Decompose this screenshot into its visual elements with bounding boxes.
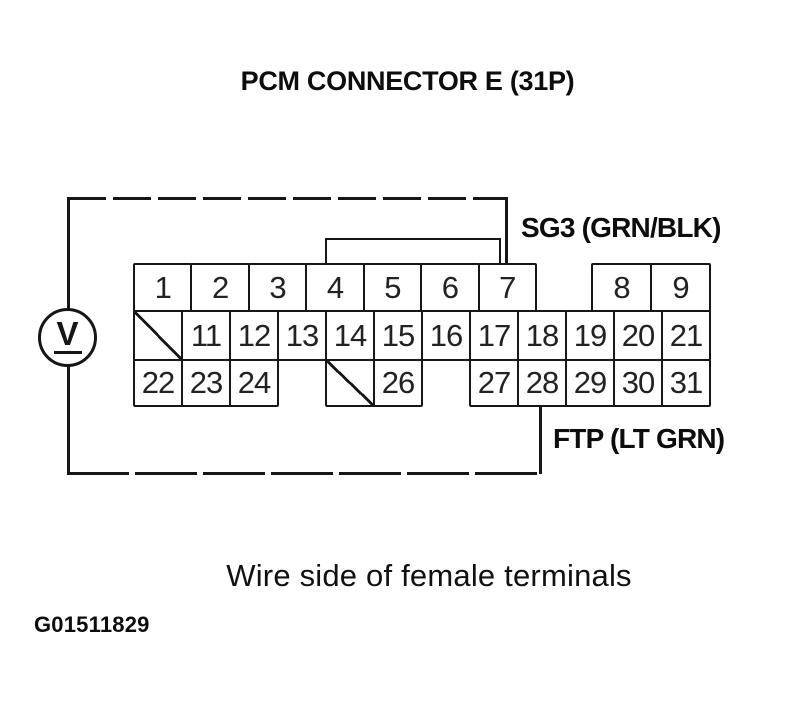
pin-cell-8: 8 bbox=[591, 263, 652, 312]
blocked-cell-10-slash bbox=[133, 310, 183, 361]
ftp-wire-label: FTP (LT GRN) bbox=[553, 423, 725, 454]
page-title: PCM CONNECTOR E (31P) bbox=[240, 66, 575, 96]
pin-cell-16: 16 bbox=[421, 310, 471, 361]
voltmeter-icon: V bbox=[38, 308, 97, 367]
pin-cell-5: 5 bbox=[362, 263, 423, 312]
pin-cell-19: 19 bbox=[565, 310, 615, 361]
pin-cell-17: 17 bbox=[469, 310, 519, 361]
blocked-cell-25-slash bbox=[325, 359, 375, 407]
pin-cell-28: 28 bbox=[517, 359, 567, 407]
pin-cell-20: 20 bbox=[613, 310, 663, 361]
pin-cell-7: 7 bbox=[477, 263, 537, 312]
connector-keying-notch bbox=[325, 238, 501, 266]
ftp-wire-drop bbox=[539, 404, 542, 474]
pin-cell-21: 21 bbox=[661, 310, 711, 361]
test-lead-wire-bottom bbox=[67, 472, 542, 475]
pin-cell-29: 29 bbox=[565, 359, 615, 407]
test-lead-wire-top bbox=[68, 197, 508, 200]
pin-cell-3: 3 bbox=[247, 263, 308, 312]
pin-cell-24: 24 bbox=[229, 359, 279, 407]
test-lead-wire-left-upper bbox=[67, 197, 70, 310]
pin-row-middle: 11 12 13 14 15 16 17 18 19 20 21 bbox=[133, 310, 711, 361]
pin-cell-13: 13 bbox=[277, 310, 327, 361]
pin-cell-1: 1 bbox=[133, 263, 193, 312]
voltmeter-symbol: V bbox=[56, 315, 79, 352]
pin-cell-27: 27 bbox=[469, 359, 519, 407]
pin-cell-6: 6 bbox=[420, 263, 480, 312]
pin-cell-14: 14 bbox=[325, 310, 375, 361]
voltmeter-underline bbox=[53, 351, 82, 354]
pin-cell-11: 11 bbox=[181, 310, 231, 361]
figure-caption: Wire side of female terminals bbox=[226, 558, 632, 593]
test-lead-wire-left-lower bbox=[67, 366, 70, 474]
empty-slot-right bbox=[421, 359, 471, 407]
pin-cell-2: 2 bbox=[190, 263, 250, 312]
pin-row-bottom: 22 23 24 26 27 28 29 30 31 bbox=[133, 359, 711, 407]
pin-cell-15: 15 bbox=[373, 310, 423, 361]
pin-cell-4: 4 bbox=[305, 263, 365, 312]
pin-cell-31: 31 bbox=[661, 359, 711, 407]
sg3-wire-drop bbox=[505, 197, 508, 265]
pin-cell-22: 22 bbox=[133, 359, 183, 407]
pin-cell-12: 12 bbox=[229, 310, 279, 361]
pin-row-top-left: 1 2 3 4 5 6 7 bbox=[133, 263, 537, 312]
pin-row-top-right: 8 9 bbox=[591, 263, 711, 312]
pin-cell-30: 30 bbox=[613, 359, 663, 407]
pin-cell-23: 23 bbox=[181, 359, 231, 407]
figure-id: G01511829 bbox=[34, 612, 150, 637]
pin-cell-18: 18 bbox=[517, 310, 567, 361]
pin-cell-9: 9 bbox=[650, 263, 711, 312]
pin-cell-26: 26 bbox=[373, 359, 423, 407]
sg3-wire-label: SG3 (GRN/BLK) bbox=[521, 212, 721, 243]
empty-slot-left bbox=[277, 359, 327, 407]
